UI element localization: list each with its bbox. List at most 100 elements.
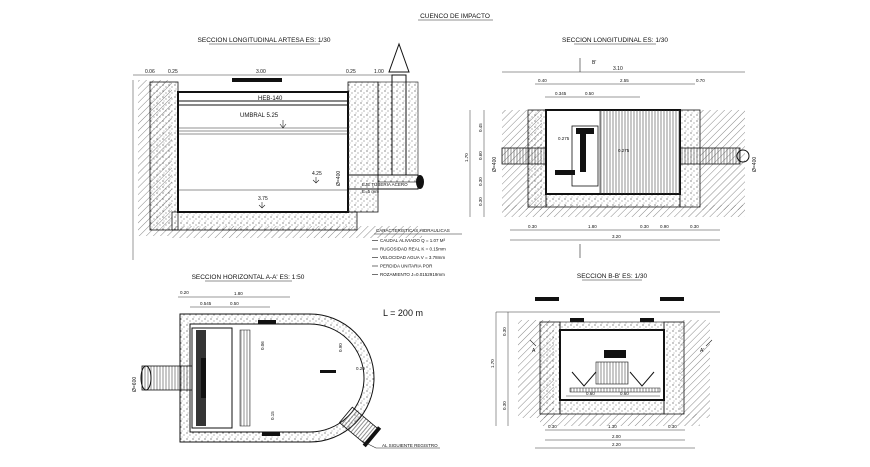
bb-channel-right — [629, 371, 655, 387]
vent-arrow — [388, 42, 410, 73]
bb-dim-g: 2.00 — [612, 434, 621, 439]
bb-soil-bottom — [540, 414, 700, 426]
artesa-basin — [177, 91, 349, 213]
long-right-v1: 0.45 — [478, 123, 483, 132]
hydraulics-block: CARACTERISTICAS HIDRAULICAS CAUDAL ALIVI… — [372, 228, 462, 277]
long-right-baffle-stem — [580, 134, 586, 172]
artesa-dim-d4: 0.25 — [346, 69, 356, 75]
horizontal-dim-a: 0.20 — [180, 290, 189, 295]
artesa-level-2-marker — [258, 202, 266, 209]
artesa-dim-d2: 0.25 — [168, 69, 178, 75]
long-right-diam-right: Ø=400 — [752, 157, 758, 172]
bb-dim-c: 0.60 — [620, 391, 629, 396]
hydraulics-item: PERDIDA UNITARIA POR — [380, 264, 433, 269]
long-right-v2: 0.60 — [478, 151, 483, 160]
long-right-floor — [545, 193, 681, 208]
view-long-artesa: SECCION LONGITUDINAL ARTESA ES: 1/30 0.0… — [132, 37, 424, 260]
horizontal-dim-b: 1.80 — [234, 291, 243, 296]
hydraulics-item: VELOCIDAD AGUA V = 3.78mm — [380, 255, 445, 260]
artesa-dim-d5: 1.00 — [374, 69, 384, 75]
bb-grating — [595, 361, 629, 385]
artesa-top-slab-mark — [232, 78, 282, 82]
long-right-soil-bottom — [502, 205, 745, 217]
long-right-dim-d: 0.345 — [555, 91, 567, 96]
bb-top-mark-left — [570, 318, 584, 322]
long-artesa-title: SECCION LONGITUDINAL ARTESA ES: 1/30 — [198, 37, 331, 44]
long-right-b6: 0.30 — [640, 224, 649, 229]
long-right-dim-f: 0.275 — [558, 136, 570, 141]
horizontal-dim-g: 0.20 — [356, 366, 365, 371]
horizontal-next: AL SIGUIENTE REGISTRO — [382, 443, 438, 448]
horizontal-leader — [359, 439, 440, 449]
horizontal-dim-h: 0.90 — [338, 343, 343, 352]
hydraulics-item: CAUDAL ALIVIADO Q = 1.07 M³ — [380, 238, 445, 243]
bb-beam — [604, 350, 626, 358]
horizontal-dim-f: 0.15 — [270, 411, 275, 420]
bb-cut-arrows — [529, 339, 713, 347]
umbral-level-marker — [279, 120, 287, 129]
artesa-level-1-marker — [312, 177, 320, 184]
long-right-title: SECCION LONGITUDINAL ES: 1/30 — [562, 37, 668, 44]
artesa-diam: Ø=400 — [336, 171, 342, 186]
bb-dim-a: 0.275 — [608, 353, 620, 358]
bb-channel-left — [571, 371, 597, 387]
long-right-dim-top-text: 3.10 — [613, 66, 623, 72]
long-right-pipe-in — [501, 147, 547, 165]
hydraulics-item: ROZAMIENTO J=0.0152919mm — [380, 272, 445, 277]
bb-top-mark-right — [640, 318, 654, 322]
bb-wall-right — [663, 321, 685, 415]
marker-b: B' — [592, 60, 596, 66]
horizontal-dim-c: 0.545 — [200, 301, 212, 306]
long-right-v3: 0.30 — [478, 177, 483, 186]
section-bb-title: SECCION B-B' ES: 1/30 — [577, 273, 648, 280]
long-right-b4: 0.30 — [690, 224, 699, 229]
long-right-b3: 0.90 — [660, 224, 669, 229]
vent-pipe — [391, 74, 407, 176]
hydraulics-title: CARACTERISTICAS HIDRAULICAS — [376, 228, 450, 233]
bb-soil-right — [680, 320, 710, 418]
hydraulics-item: RUGOSIDAD REAL K = 0.15mm — [380, 247, 446, 252]
horizontal-grating — [239, 329, 251, 427]
horizontal-mark-top — [258, 320, 276, 324]
bb-lid-left — [535, 297, 559, 301]
long-right-diam-left: Ø=400 — [492, 157, 498, 172]
horizontal-length: L = 200 m — [383, 308, 423, 318]
artesa-wall-outer — [377, 81, 419, 183]
long-right-dim-b: 2.55 — [620, 78, 629, 83]
long-right-b2: 1.80 — [588, 224, 597, 229]
horizontal-weir — [201, 358, 206, 398]
view-long-right: SECCION LONGITUDINAL ES: 1/30 B' 3.10 0.… — [464, 37, 758, 258]
long-right-dim-g: 0.275 — [618, 148, 630, 153]
bb-dim-f: 0.30 — [668, 424, 677, 429]
bb-wall-left — [539, 321, 561, 415]
horizontal-dim-e: 0.06 — [260, 341, 265, 350]
view-horizontal: SECCION HORIZONTAL A-A' ES: 1:50 L = 200… — [132, 274, 440, 449]
artesa-dim-d3: 3.00 — [256, 69, 266, 75]
main-title: CUENCO DE IMPACTO — [420, 13, 490, 20]
long-right-sill — [555, 170, 575, 175]
horizontal-diam: Ø=600 — [132, 377, 138, 392]
horizontal-inner — [189, 323, 365, 433]
long-right-b1: 0.30 — [528, 224, 537, 229]
horizontal-dim-d: 0.50 — [230, 301, 239, 306]
horizontal-mark-mid — [320, 370, 336, 373]
hydraulics-list: CAUDAL ALIVIADO Q = 1.07 M³ RUGOSIDAD REA… — [372, 238, 446, 277]
horizontal-pipe-in-end — [140, 365, 152, 391]
long-right-dim-a: 0.40 — [538, 78, 547, 83]
bb-top-slab — [559, 321, 665, 331]
bb-mark-a2: A' — [700, 348, 704, 354]
long-right-dim-c: 0.70 — [696, 78, 705, 83]
bb-dim-v: 1.70 — [490, 359, 495, 368]
horizontal-pipe-in — [141, 365, 193, 391]
horizontal-pipe-out — [338, 406, 382, 448]
umbral-label: UMBRAL 5.25 — [240, 113, 279, 119]
bb-dim-e: 1.30 — [608, 424, 617, 429]
long-right-baffle-cap — [576, 128, 594, 134]
artesa-level-2: 3.75 — [258, 196, 268, 202]
bb-dim-v3: 0.30 — [502, 327, 507, 336]
horizontal-mark-bottom — [262, 432, 280, 436]
long-right-v4: 1.70 — [464, 153, 469, 162]
bb-lid-right — [660, 297, 684, 301]
long-right-pipe-out — [679, 147, 741, 165]
